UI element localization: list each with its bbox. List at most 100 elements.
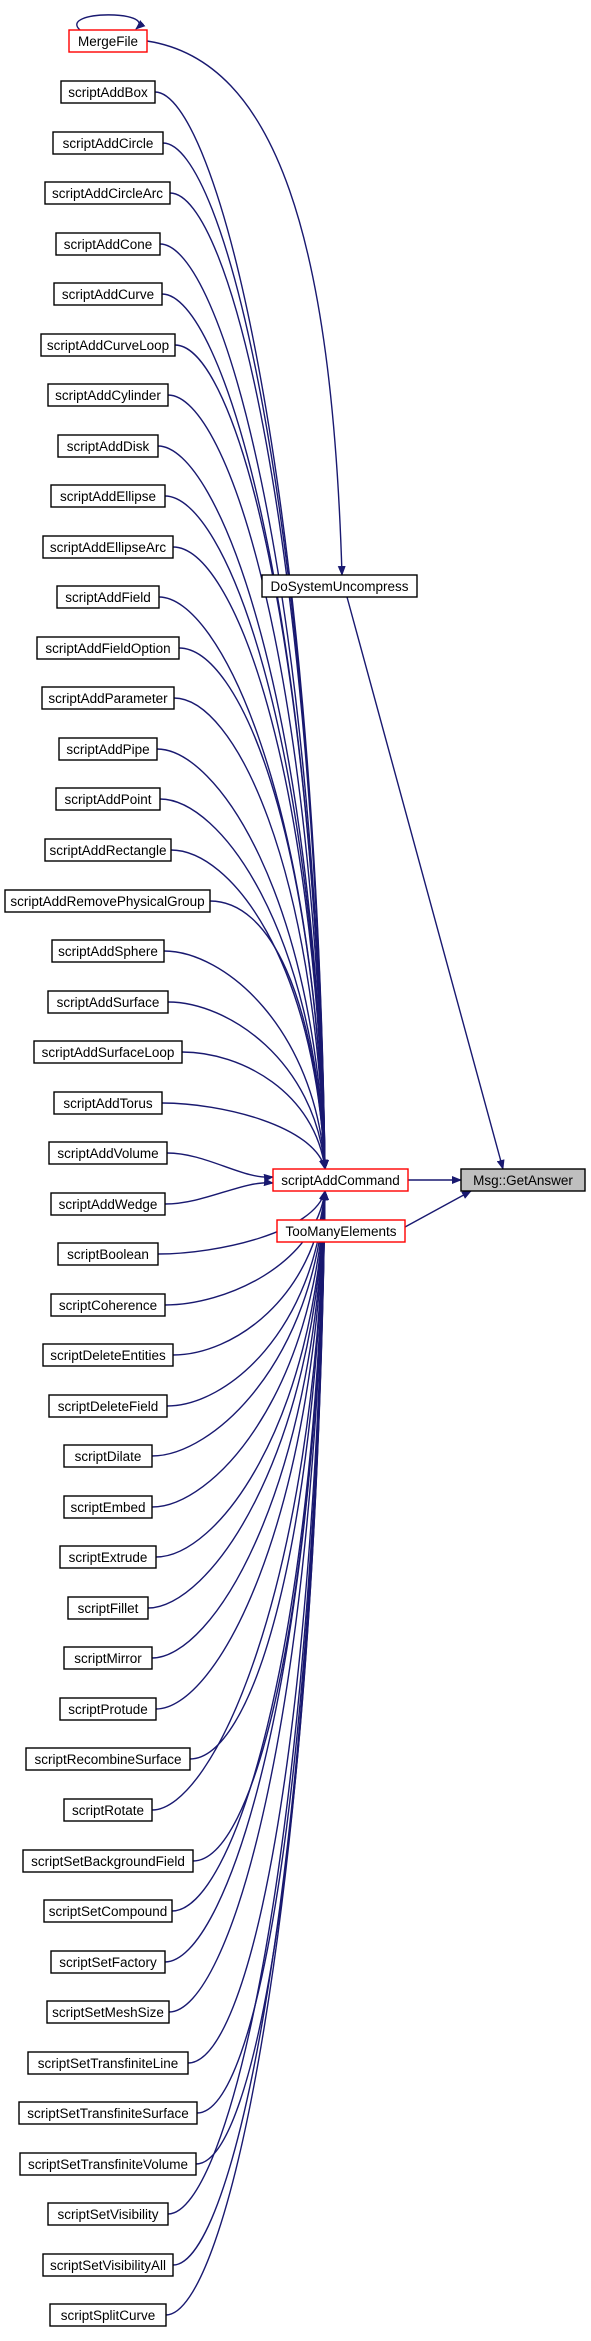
node-scriptrotate[interactable]: scriptRotate [63, 1798, 153, 1822]
node-box-scriptaddcylinder[interactable] [47, 383, 169, 407]
node-scriptaddfield[interactable]: scriptAddField [56, 585, 160, 609]
node-scriptsettransfinitesurface[interactable]: scriptSetTransfiniteSurface [18, 2101, 198, 2125]
node-box-msg-getanswer[interactable] [460, 1168, 586, 1192]
node-box-scriptsetcompound[interactable] [43, 1899, 173, 1923]
node-scriptsettransfinitevolume[interactable]: scriptSetTransfiniteVolume [19, 2152, 197, 2176]
node-box-toomanyelements[interactable] [276, 1219, 406, 1243]
node-scriptaddremovephysicalgroup[interactable]: scriptAddRemovePhysicalGroup [4, 889, 211, 913]
node-box-scriptaddparameter[interactable] [41, 686, 175, 710]
node-scriptsplitcurve[interactable]: scriptSplitCurve [49, 2303, 167, 2327]
node-box-scriptrotate[interactable] [63, 1798, 153, 1822]
node-scriptaddparameter[interactable]: scriptAddParameter [41, 686, 175, 710]
node-box-scriptaddcurveloop[interactable] [40, 333, 176, 357]
node-scriptsetfactory[interactable]: scriptSetFactory [50, 1950, 166, 1974]
node-scriptmirror[interactable]: scriptMirror [63, 1646, 153, 1670]
node-box-scriptsettransfiniteline[interactable] [27, 2051, 189, 2075]
node-box-scriptcoherence[interactable] [50, 1293, 166, 1317]
node-box-scriptmirror[interactable] [63, 1646, 153, 1670]
node-scriptprotude[interactable]: scriptProtude [59, 1697, 157, 1721]
node-scriptaddcone[interactable]: scriptAddCone [55, 232, 161, 256]
node-box-scriptaddcone[interactable] [55, 232, 161, 256]
node-box-scriptaddfieldoption[interactable] [36, 636, 180, 660]
node-scriptsettransfiniteline[interactable]: scriptSetTransfiniteLine [27, 2051, 189, 2075]
node-box-scriptdeleteentities[interactable] [42, 1343, 174, 1367]
node-box-scriptprotude[interactable] [59, 1697, 157, 1721]
node-box-scriptsetvisibilityall[interactable] [42, 2253, 174, 2277]
node-scriptaddrectangle[interactable]: scriptAddRectangle [44, 838, 172, 862]
node-box-scriptaddremovephysicalgroup[interactable] [4, 889, 211, 913]
node-box-scriptsetvisibility[interactable] [47, 2202, 169, 2226]
node-box-scriptrecombinesurface[interactable] [25, 1747, 191, 1771]
node-box-scriptsetfactory[interactable] [50, 1950, 166, 1974]
node-msg-getanswer[interactable]: Msg::GetAnswer [460, 1168, 586, 1192]
node-box-scriptdeletefield[interactable] [48, 1394, 168, 1418]
node-box-scriptembed[interactable] [63, 1495, 153, 1519]
node-box-scriptsetmeshsize[interactable] [46, 2000, 170, 2024]
node-scriptaddsurfaceloop[interactable]: scriptAddSurfaceLoop [33, 1040, 183, 1064]
node-box-scriptsplitcurve[interactable] [49, 2303, 167, 2327]
node-box-scriptaddellipsearc[interactable] [42, 535, 174, 559]
node-scriptaddcurve[interactable]: scriptAddCurve [53, 282, 163, 306]
node-box-scriptdilate[interactable] [63, 1444, 153, 1468]
node-scriptaddbox[interactable]: scriptAddBox [60, 80, 156, 104]
node-scriptcoherence[interactable]: scriptCoherence [50, 1293, 166, 1317]
node-scriptaddtorus[interactable]: scriptAddTorus [53, 1091, 163, 1115]
node-box-scriptaddsphere[interactable] [51, 939, 165, 963]
node-box-scriptaddpipe[interactable] [58, 737, 158, 761]
node-scriptrecombinesurface[interactable]: scriptRecombineSurface [25, 1747, 191, 1771]
node-box-scriptfillet[interactable] [67, 1596, 149, 1620]
node-scriptsetmeshsize[interactable]: scriptSetMeshSize [46, 2000, 170, 2024]
node-box-scriptsettransfinitevolume[interactable] [19, 2152, 197, 2176]
node-box-mergefile[interactable] [68, 29, 148, 53]
node-box-dosystemuncompress[interactable] [261, 574, 418, 598]
node-scriptsetcompound[interactable]: scriptSetCompound [43, 1899, 173, 1923]
node-box-scriptaddcircle[interactable] [52, 131, 164, 155]
node-scriptdilate[interactable]: scriptDilate [63, 1444, 153, 1468]
node-scriptsetvisibilityall[interactable]: scriptSetVisibilityAll [42, 2253, 174, 2277]
node-scriptdeletefield[interactable]: scriptDeleteField [48, 1394, 168, 1418]
node-scriptaddcurveloop[interactable]: scriptAddCurveLoop [40, 333, 176, 357]
node-scriptaddfieldoption[interactable]: scriptAddFieldOption [36, 636, 180, 660]
node-box-scriptboolean[interactable] [57, 1242, 159, 1266]
node-box-scriptaddbox[interactable] [60, 80, 156, 104]
node-scriptaddcirclearc[interactable]: scriptAddCircleArc [44, 181, 171, 205]
node-scriptaddsphere[interactable]: scriptAddSphere [51, 939, 165, 963]
node-box-scriptsettransfinitesurface[interactable] [18, 2101, 198, 2125]
node-scriptaddpoint[interactable]: scriptAddPoint [55, 787, 161, 811]
node-scriptaddwedge[interactable]: scriptAddWedge [50, 1192, 166, 1216]
node-box-scriptaddpoint[interactable] [55, 787, 161, 811]
node-dosystemuncompress[interactable]: DoSystemUncompress [261, 574, 418, 598]
node-box-scriptaddellipse[interactable] [50, 484, 166, 508]
node-scriptsetvisibility[interactable]: scriptSetVisibility [47, 2202, 169, 2226]
node-box-scriptaddrectangle[interactable] [44, 838, 172, 862]
node-box-scriptextrude[interactable] [59, 1545, 157, 1569]
node-scriptaddsurface[interactable]: scriptAddSurface [47, 990, 169, 1014]
node-scriptaddcylinder[interactable]: scriptAddCylinder [47, 383, 169, 407]
node-mergefile[interactable]: MergeFile [68, 29, 148, 53]
node-scriptsetbackgroundfield[interactable]: scriptSetBackgroundField [22, 1849, 194, 1873]
node-box-scriptaddfield[interactable] [56, 585, 160, 609]
node-scriptaddpipe[interactable]: scriptAddPipe [58, 737, 158, 761]
node-box-scriptaddtorus[interactable] [53, 1091, 163, 1115]
node-scriptboolean[interactable]: scriptBoolean [57, 1242, 159, 1266]
node-scriptdeleteentities[interactable]: scriptDeleteEntities [42, 1343, 174, 1367]
node-scriptextrude[interactable]: scriptExtrude [59, 1545, 157, 1569]
node-box-scriptaddwedge[interactable] [50, 1192, 166, 1216]
node-box-scriptaddcurve[interactable] [53, 282, 163, 306]
node-toomanyelements[interactable]: TooManyElements [276, 1219, 406, 1243]
node-box-scriptaddsurface[interactable] [47, 990, 169, 1014]
node-box-scriptaddcirclearc[interactable] [44, 181, 171, 205]
node-scriptaddellipse[interactable]: scriptAddEllipse [50, 484, 166, 508]
node-scriptaddvolume[interactable]: scriptAddVolume [48, 1141, 168, 1165]
node-box-scriptaddcommand[interactable] [272, 1168, 409, 1192]
node-box-scriptsetbackgroundfield[interactable] [22, 1849, 194, 1873]
node-scriptfillet[interactable]: scriptFillet [67, 1596, 149, 1620]
node-box-scriptadddisk[interactable] [57, 434, 159, 458]
node-scriptadddisk[interactable]: scriptAddDisk [57, 434, 159, 458]
node-scriptaddellipsearc[interactable]: scriptAddEllipseArc [42, 535, 174, 559]
node-scriptembed[interactable]: scriptEmbed [63, 1495, 153, 1519]
node-scriptaddcommand[interactable]: scriptAddCommand [272, 1168, 409, 1192]
node-box-scriptaddvolume[interactable] [48, 1141, 168, 1165]
node-scriptaddcircle[interactable]: scriptAddCircle [52, 131, 164, 155]
node-box-scriptaddsurfaceloop[interactable] [33, 1040, 183, 1064]
